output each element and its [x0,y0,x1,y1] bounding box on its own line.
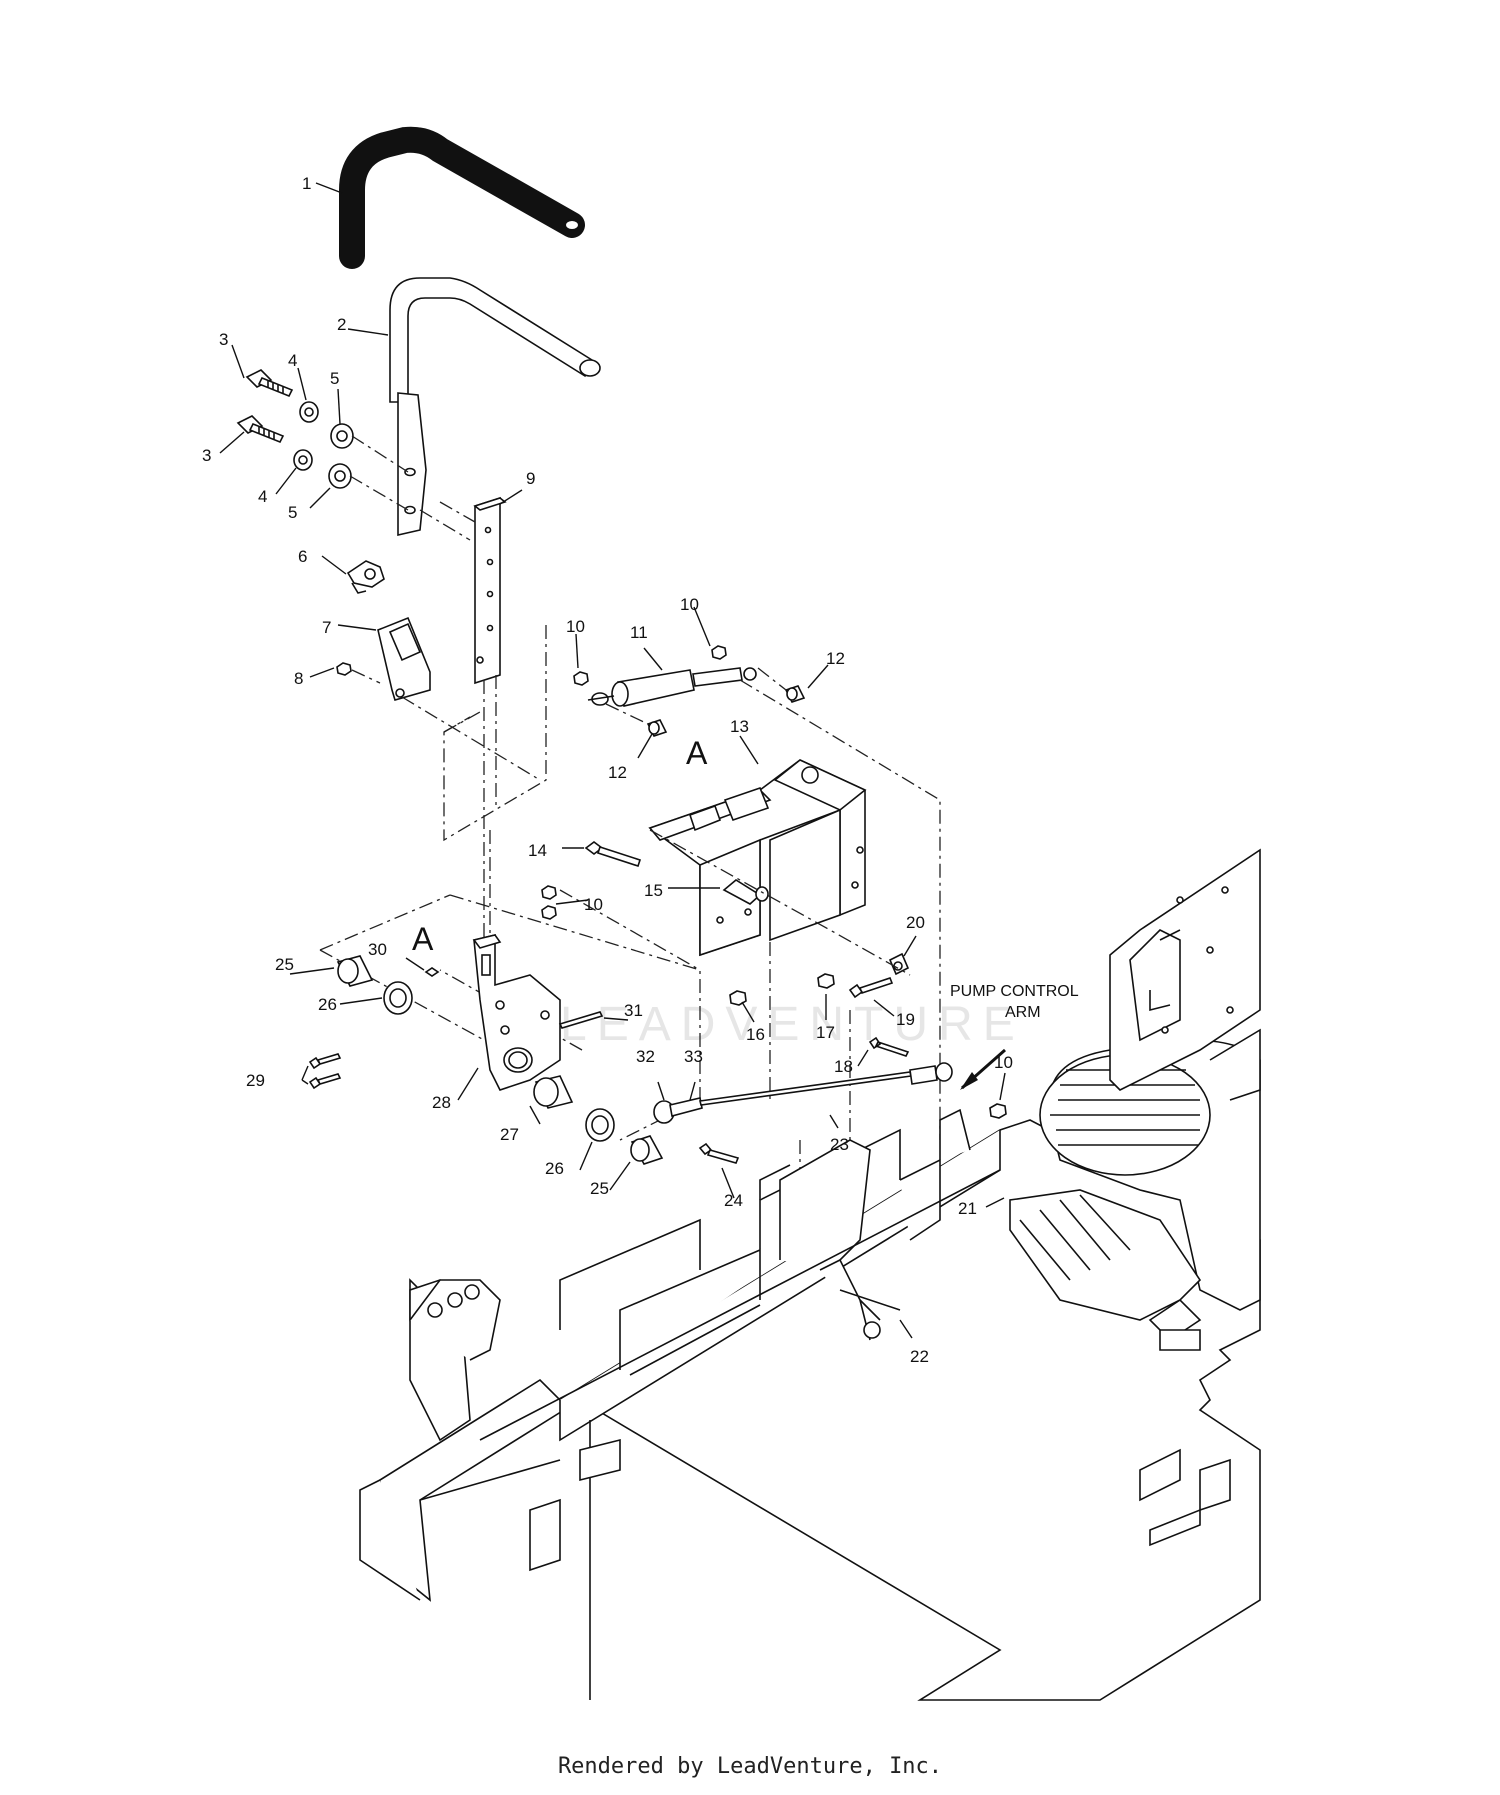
callout-8: 8 [294,669,303,688]
part-nut-10c [541,885,557,920]
part-adjust-bar [473,496,507,685]
pump-control-arrow [960,1048,1006,1090]
callout-25a: 25 [275,955,294,974]
callout-3b: 3 [202,446,211,465]
callout-24: 24 [724,1191,743,1210]
part-control-rod [653,1062,953,1124]
callout-4a: 4 [288,351,297,370]
engine [1009,1039,1261,1351]
part-screw-31 [558,1011,604,1029]
callout-26b: 26 [545,1159,564,1178]
callout-23: 23 [830,1135,849,1154]
callout-10c: 10 [584,895,603,914]
callout-10b: 10 [680,595,699,614]
callout-29: 29 [246,1071,265,1090]
callout-12b: 12 [608,763,627,782]
callout-1: 1 [302,174,311,193]
part-nut-10d [989,1103,1007,1119]
part-bushing-25a [336,955,374,987]
callout-26a: 26 [318,995,337,1014]
callout-16: 16 [746,1025,765,1044]
machine-side [1109,848,1261,1101]
callout-labels: 1 2 3 3 4 4 5 5 6 7 8 9 10 10 10 10 11 1… [202,174,1013,1366]
callout-33: 33 [684,1047,703,1066]
callout-28: 28 [432,1093,451,1112]
callout-6: 6 [298,547,307,566]
callout-3a: 3 [219,330,228,349]
part-nut-10b [711,645,727,660]
part-bushing-25b [630,1135,664,1165]
part-nut-10a [573,671,589,686]
callout-31: 31 [624,1001,643,1020]
footer-credit: Rendered by LeadVenture, Inc. [557,1754,943,1779]
callout-10d: 10 [994,1053,1013,1072]
callout-21: 21 [958,1199,977,1218]
callout-22: 22 [910,1347,929,1366]
detail-marker-a-upper: A [686,735,708,771]
part-bolt-24 [698,1142,740,1164]
callout-10a: 10 [566,617,585,636]
callout-13: 13 [730,717,749,736]
callout-12a: 12 [826,649,845,668]
part-bushing-12b [646,719,668,737]
frame [359,1108,1261,1701]
watermark: LEADVENTURE [560,998,1025,1051]
part-screw-30 [424,967,440,977]
part-pin-15 [722,879,769,905]
part-bolt-14 [584,841,642,868]
part-gas-spring [587,667,757,707]
part-bolt-lower [236,415,285,444]
pump-control-note-line2: ARM [1005,1004,1041,1021]
part-screws-29 [308,1053,342,1090]
callout-leaders [219,182,1006,1339]
callout-18: 18 [834,1057,853,1076]
part-bearing-26a [383,981,413,1015]
callout-14: 14 [528,841,547,860]
callout-19: 19 [896,1010,915,1029]
part-nut-8 [336,662,352,676]
part-handle-bar [389,277,601,537]
part-bolt-upper [245,369,294,398]
detail-marker-a-lower: A [412,921,434,957]
callout-2: 2 [337,315,346,334]
callout-7: 7 [322,618,331,637]
callout-11: 11 [630,623,648,642]
callout-27: 27 [500,1125,519,1144]
callout-5a: 5 [330,369,339,388]
callout-9: 9 [526,469,535,488]
part-bearing-26b [585,1108,615,1142]
callout-5b: 5 [288,503,297,522]
part-control-bracket [648,759,867,957]
callout-4b: 4 [258,487,267,506]
callout-30: 30 [368,940,387,959]
pump-control-note-line1: PUMP CONTROL [950,983,1079,1000]
part-bolt-18 [868,1036,910,1057]
part-bushing-27 [533,1075,574,1109]
callout-32: 32 [636,1047,655,1066]
callout-15: 15 [644,881,663,900]
part-bracket [377,616,431,701]
part-bushing-12a [784,685,806,703]
part-nut-17 [817,973,835,989]
callout-17: 17 [816,1023,835,1042]
callout-20: 20 [906,913,925,932]
part-grip [339,126,585,269]
part-bolt-19 [848,977,894,999]
part-nut-16 [729,990,747,1006]
part-clip-20 [888,952,910,976]
part-washers [293,401,354,489]
callout-25b: 25 [590,1179,609,1198]
part-lever-bracket [472,933,561,1091]
part-clip [346,560,385,594]
